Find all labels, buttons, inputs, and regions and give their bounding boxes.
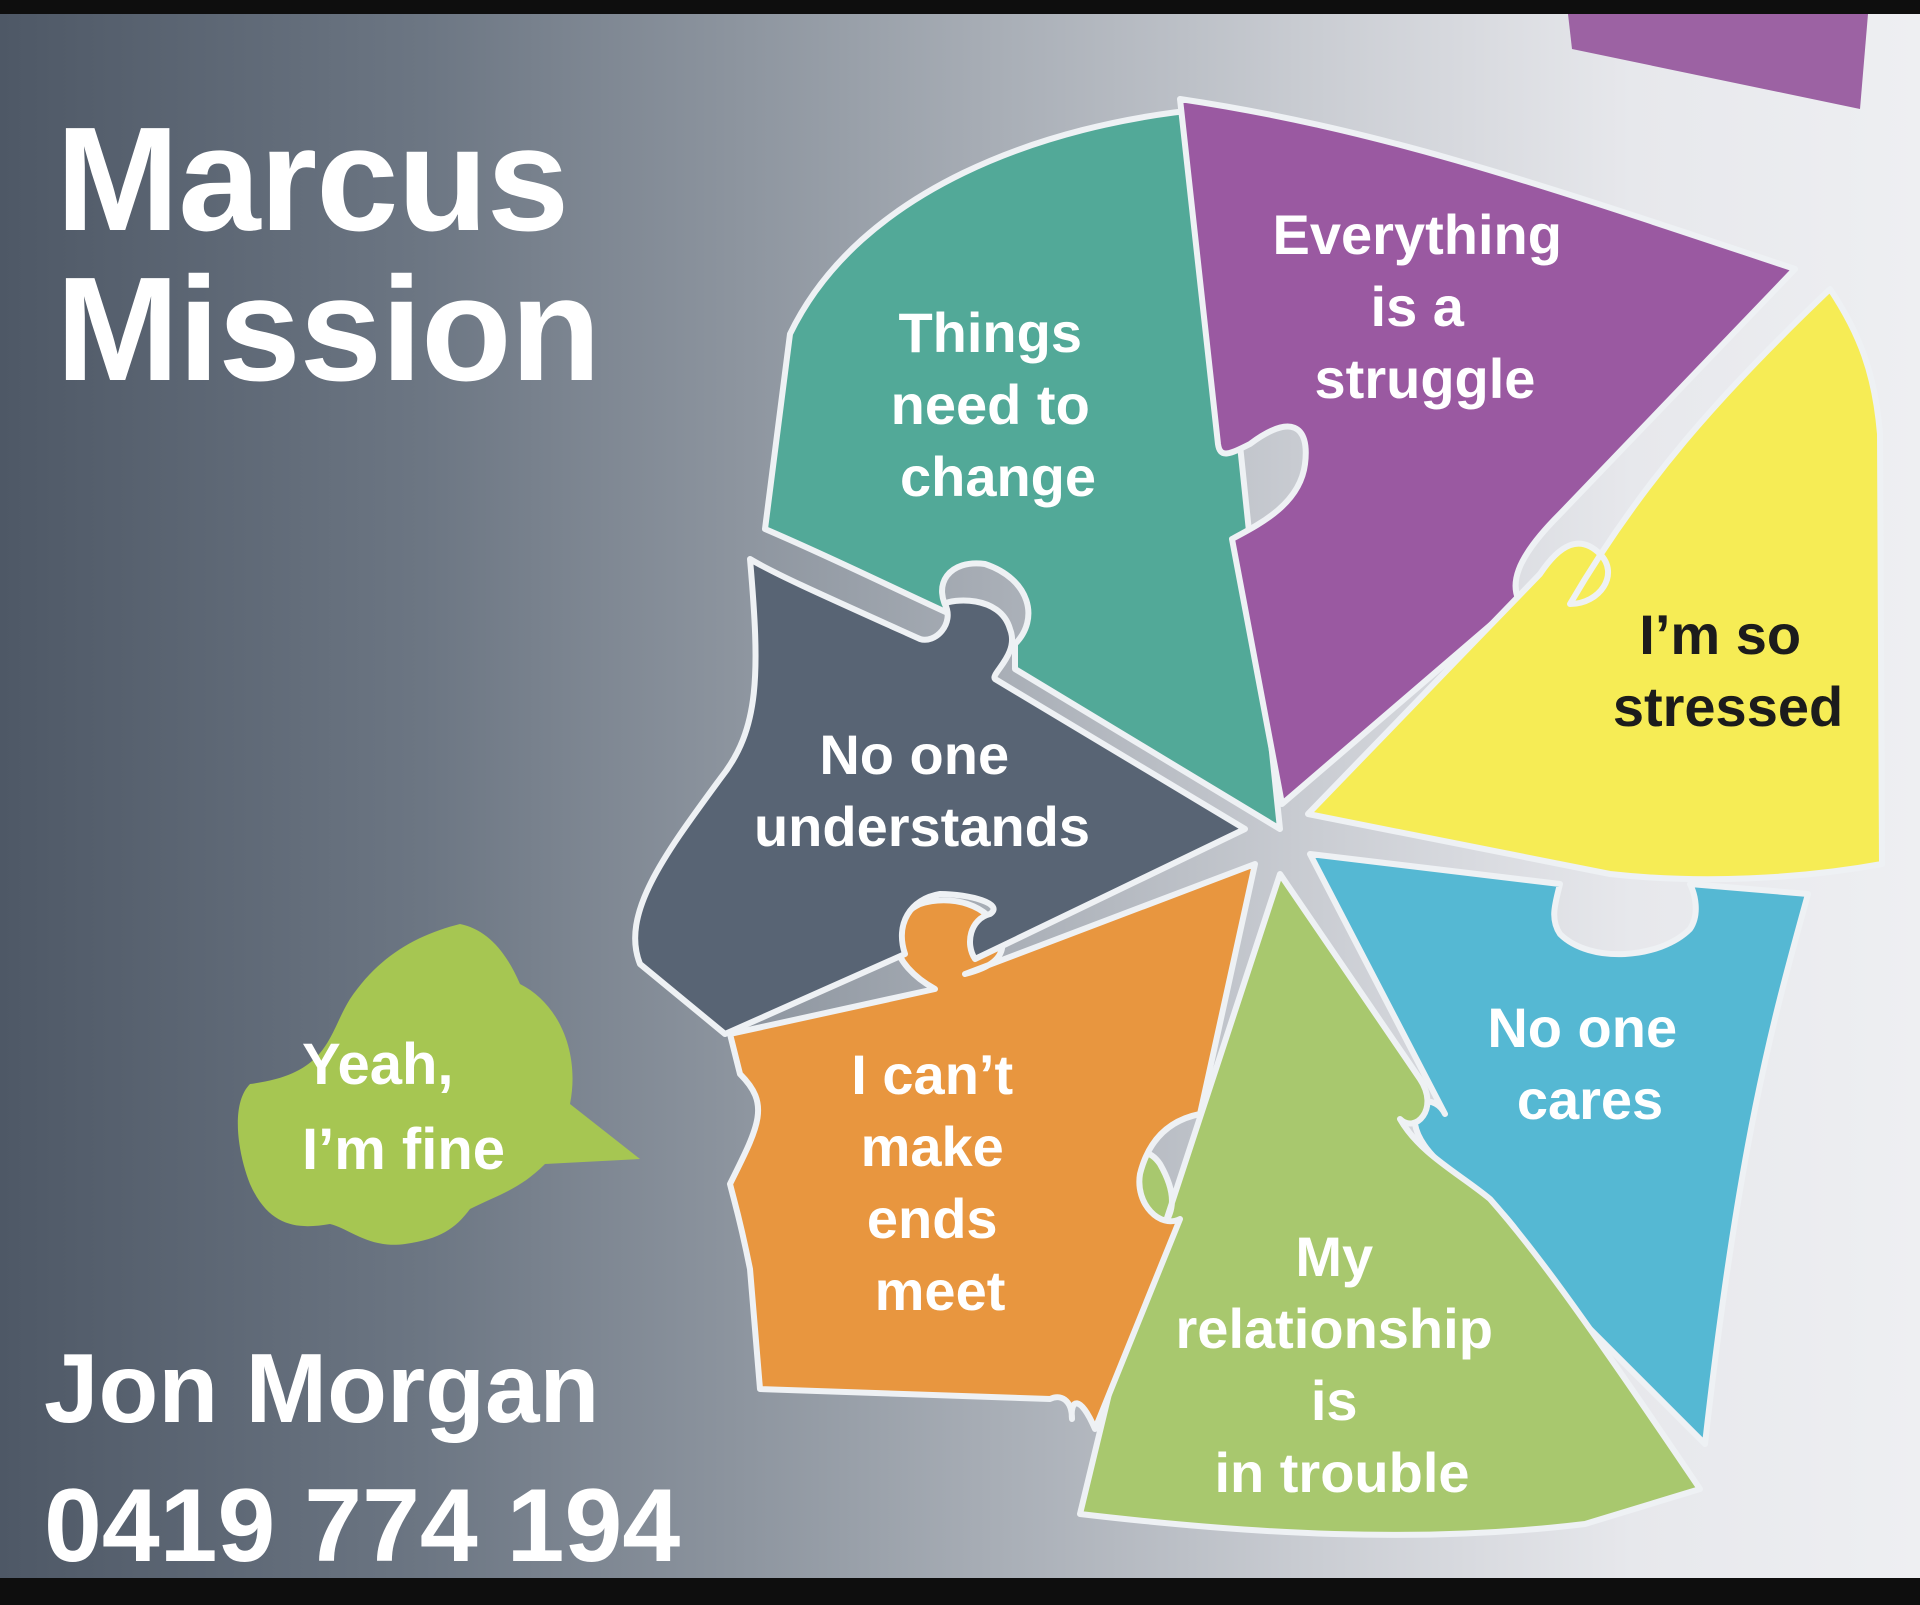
piece-shape-yellow (1305, 286, 1885, 883)
speech-bubble: Yeah, I’m fine (237, 924, 640, 1245)
label-things-need-to-change: Things need to change (891, 301, 1106, 508)
piece-my-relationship-is-in-trouble: My relationship is in trouble (1077, 871, 1703, 1538)
corner-purple-tab (1568, 14, 1868, 109)
poster: Yeah, I’m fine Things need to change Eve… (0, 14, 1920, 1578)
contact-name: Jon Morgan (44, 1333, 600, 1443)
piece-i-cant-make-ends-meet: I can’t make ends meet (727, 861, 1258, 1432)
contact-phone: 0419 774 194 (44, 1468, 681, 1578)
label-no-one-understands: No one understands (754, 723, 1090, 858)
bubble-line-2: I’m fine (302, 1117, 505, 1182)
piece-no-one-cares: No one cares (1307, 851, 1811, 1447)
piece-no-one-understands: No one understands (632, 556, 1248, 1037)
piece-things-need-to-change: Things need to change (762, 106, 1283, 832)
speech-bubble-shape (237, 924, 640, 1245)
piece-shape-teal (762, 106, 1283, 832)
title-mission: Mission (56, 247, 601, 412)
label-im-so-stressed: I’m so stressed (1613, 603, 1843, 738)
label-i-cant-make-ends-meet: I can’t make ends meet (851, 1043, 1028, 1322)
head-puzzle-diagram: Yeah, I’m fine Things need to change Eve… (237, 14, 1885, 1538)
label-no-one-cares: No one cares (1487, 996, 1692, 1131)
piece-shape-slate (632, 556, 1248, 1037)
label-everything-is-a-struggle: Everything is a struggle (1273, 203, 1578, 410)
piece-shape-orange (727, 861, 1258, 1432)
bubble-line-1: Yeah, (302, 1032, 454, 1097)
label-my-relationship-is-in-trouble: My relationship is in trouble (1176, 1225, 1509, 1504)
piece-im-so-stressed: I’m so stressed (1305, 286, 1885, 883)
title-marcus: Marcus (56, 97, 569, 262)
